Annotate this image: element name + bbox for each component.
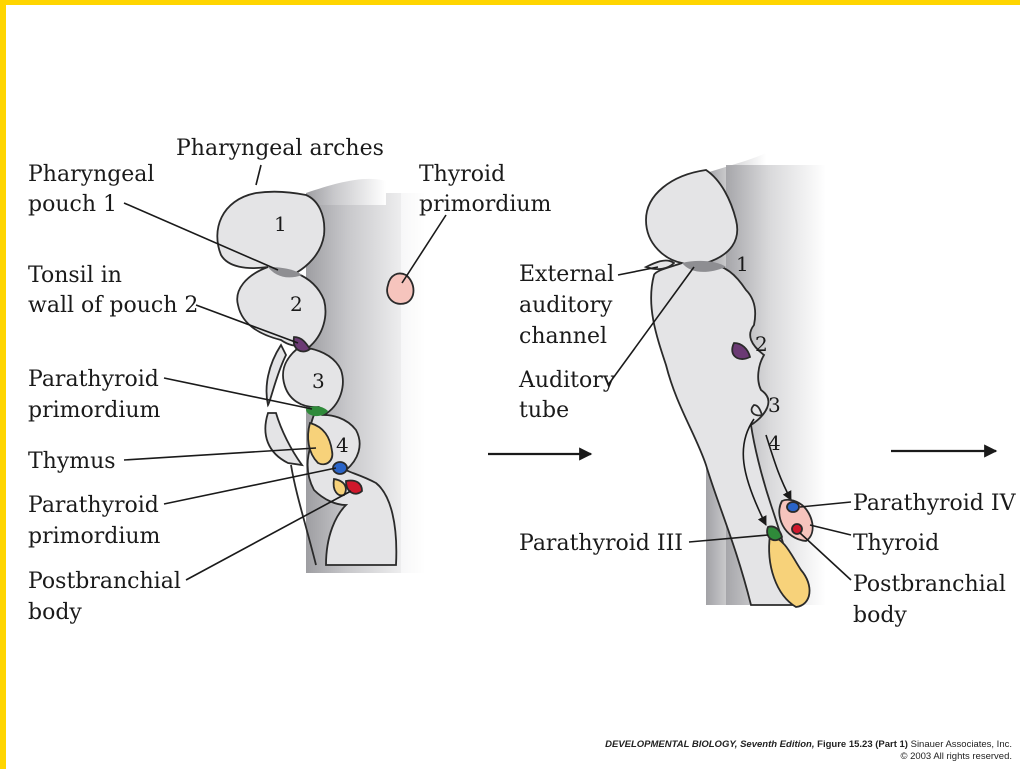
- label-external-auditory-line1: External: [519, 262, 614, 287]
- label-postbranchial-line2: body: [28, 600, 82, 625]
- arch-number-2: 2: [290, 292, 303, 316]
- label-pouch1-line2: pouch 1: [28, 192, 117, 217]
- credit-rights: © 2003 All rights reserved.: [605, 751, 1012, 763]
- credit-publisher: Sinauer Associates, Inc.: [911, 739, 1012, 750]
- label-pouch1-line1: Pharyngeal: [28, 162, 154, 187]
- label-thyroid-primordium-line1: Thyroid: [419, 162, 505, 187]
- label-parathyroid-lower-line2: primordium: [28, 524, 161, 549]
- label-parathyroid-iii: Parathyroid III: [519, 531, 683, 556]
- label-postbranchial-line1: Postbranchial: [28, 569, 181, 594]
- pouch-number-3: 3: [768, 393, 781, 417]
- label-thyroid-primordium-line2: primordium: [419, 192, 552, 217]
- label-postbranchial-right-line2: body: [853, 603, 907, 628]
- left-panel: 1 2 3 4 Pharyngeal arches Pharyngeal pou…: [28, 136, 552, 625]
- arch-number-3: 3: [312, 369, 325, 393]
- label-auditory-tube-line2: tube: [519, 398, 569, 423]
- right-panel: 1 2 3 4 External auditory channel Audito…: [518, 153, 1017, 628]
- label-parathyroid-lower-line1: Parathyroid: [28, 493, 159, 518]
- credit-line1: DEVELOPMENTAL BIOLOGY, Seventh Edition, …: [605, 739, 1012, 751]
- figure-credit: DEVELOPMENTAL BIOLOGY, Seventh Edition, …: [605, 739, 1012, 763]
- pouch-number-4: 4: [768, 431, 781, 455]
- label-parathyroid-upper-line1: Parathyroid: [28, 367, 159, 392]
- parathyroid-iv-blue: [787, 502, 799, 512]
- label-thymus: Thymus: [28, 449, 116, 474]
- pharyngeal-pouch-diagram: 1 2 3 4 Pharyngeal arches Pharyngeal pou…: [6, 5, 1020, 769]
- credit-figure-number: Figure 15.23 (Part 1): [817, 739, 908, 750]
- arch-number-4: 4: [336, 433, 349, 457]
- leader-external-auditory: [618, 267, 658, 275]
- ridge-lower: [265, 413, 302, 465]
- label-parathyroid-upper-line2: primordium: [28, 398, 161, 423]
- arch-number-1: 1: [274, 212, 287, 236]
- thyroid-primordium-pink: [387, 273, 413, 303]
- leader-arches: [256, 165, 261, 185]
- label-auditory-tube-line1: Auditory: [518, 368, 616, 393]
- label-external-auditory-line2: auditory: [519, 293, 613, 318]
- label-postbranchial-right-line1: Postbranchial: [853, 572, 1006, 597]
- label-tonsil-line1: Tonsil in: [28, 263, 122, 288]
- label-pharyngeal-arches: Pharyngeal arches: [176, 136, 384, 161]
- label-thyroid: Thyroid: [853, 531, 939, 556]
- label-tonsil-line2: wall of pouch 2: [28, 293, 198, 318]
- credit-book-title: DEVELOPMENTAL BIOLOGY, Seventh Edition,: [605, 739, 814, 750]
- pouch-number-1: 1: [736, 252, 749, 276]
- label-external-auditory-line3: channel: [519, 324, 607, 349]
- pouch-number-2: 2: [755, 332, 768, 356]
- label-parathyroid-iv: Parathyroid IV: [853, 491, 1017, 516]
